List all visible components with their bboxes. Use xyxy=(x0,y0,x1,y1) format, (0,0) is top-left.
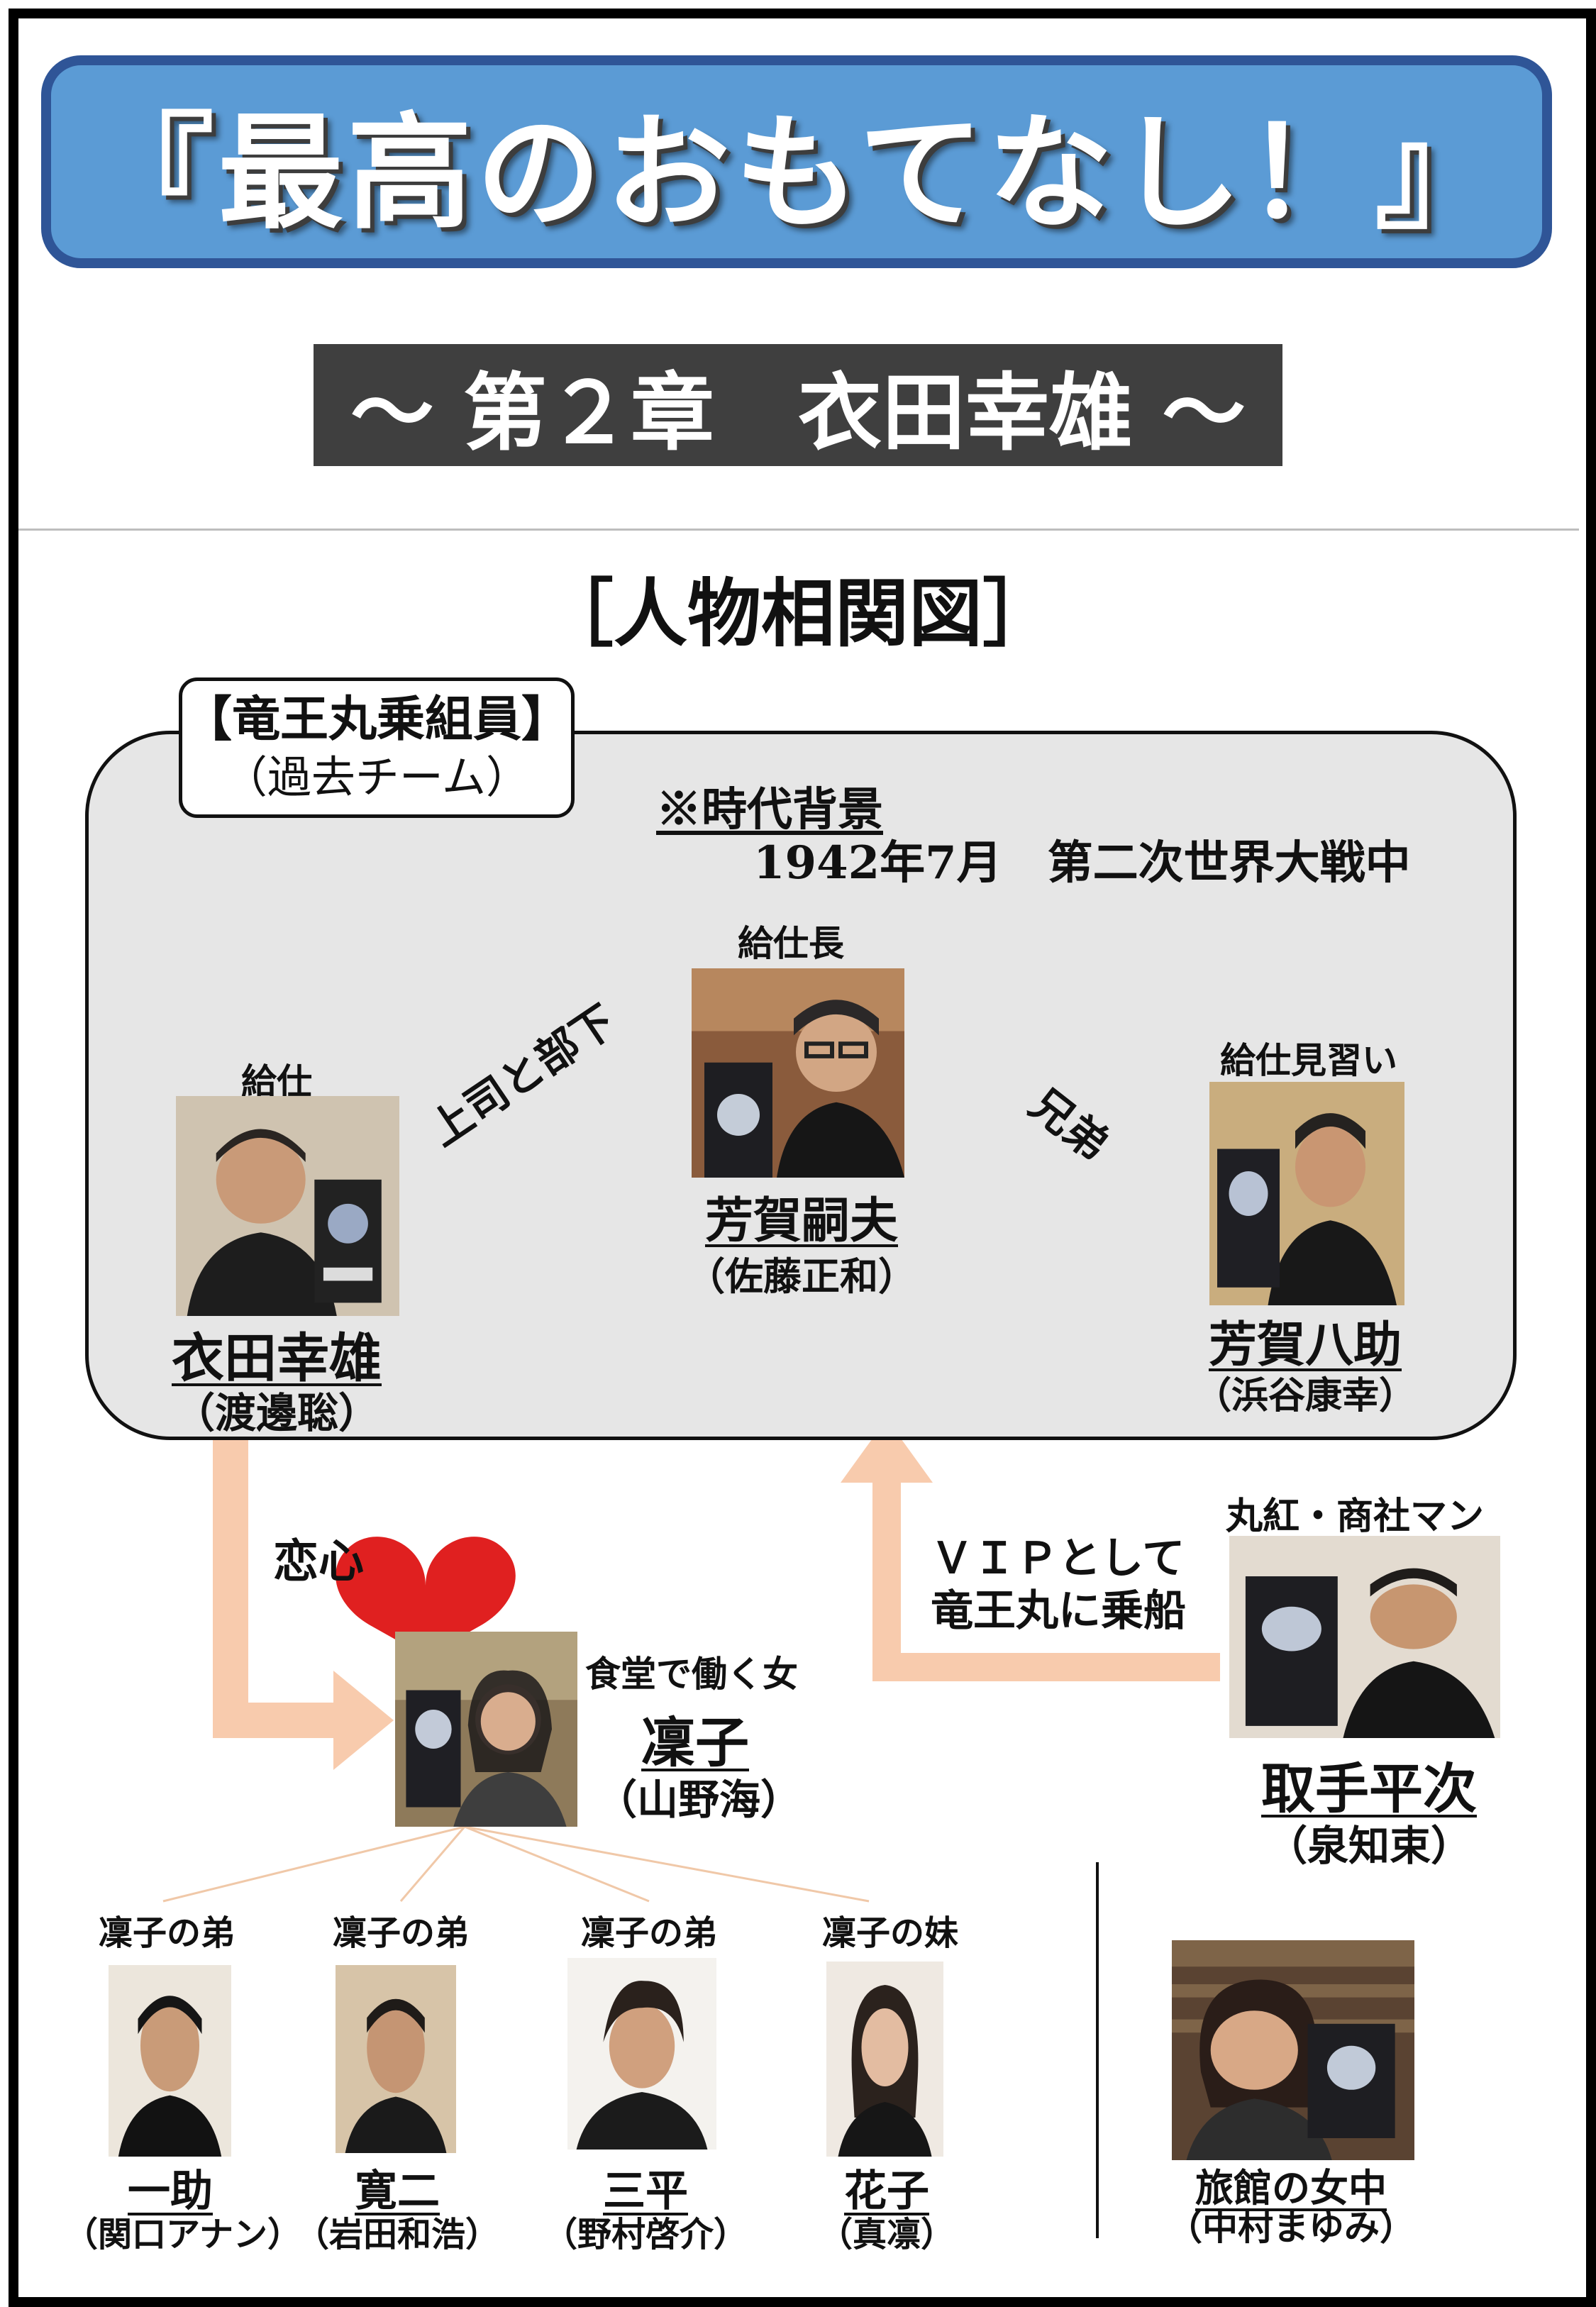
kanji-actor: （岩田和浩） xyxy=(294,2215,499,2255)
kinuta-name: 衣田幸雄 xyxy=(172,1328,382,1389)
kinuta-role: 給仕 xyxy=(241,1061,312,1102)
rinko-name: 凜子 xyxy=(641,1711,749,1774)
sibling-connectors xyxy=(162,1825,870,1903)
vip-relation-label: ＶＩＰとして 竜王丸に乗船 xyxy=(931,1532,1186,1637)
kanji-role: 凜子の弟 xyxy=(332,1913,469,1953)
haga-hachisuke-role: 給仕見習い xyxy=(1220,1039,1397,1081)
vip-arrow xyxy=(841,1419,1220,1681)
hanako-role: 凜子の妹 xyxy=(821,1913,958,1953)
ichisuke-actor: （関口アナン） xyxy=(64,2215,302,2255)
kanji-photo xyxy=(336,1965,456,2153)
vip-line-1: ＶＩＰとして xyxy=(931,1534,1185,1583)
rinko-actor: （山野海） xyxy=(596,1776,802,1824)
rinko-photo xyxy=(395,1632,577,1827)
hanako-name: 花子 xyxy=(844,2167,929,2216)
heart-icon xyxy=(336,1537,516,1656)
page-frame xyxy=(9,9,1596,2307)
crew-group-label: 【竜王丸乗組員】 （過去チーム） xyxy=(179,677,575,818)
diagram-heading: ［人物相関図］ xyxy=(539,570,1056,657)
torite-photo xyxy=(1229,1536,1500,1738)
ichisuke-name: 一助 xyxy=(128,2167,213,2216)
crew-group-subtitle: （過去チーム） xyxy=(223,751,531,803)
chapter-banner: ～ 第２章 衣田幸雄 ～ xyxy=(314,344,1282,466)
title-banner: 『最高のおもてなし！』 xyxy=(41,55,1552,268)
sanpei-role: 凜子の弟 xyxy=(580,1913,717,1953)
haga-hachisuke-name: 芳賀八助 xyxy=(1208,1317,1402,1373)
love-arrow xyxy=(213,1440,394,1770)
page-title: 『最高のおもてなし！』 xyxy=(89,99,1504,246)
maid-actor: （中村まゆみ） xyxy=(1167,2206,1415,2248)
torite-role: 丸紅・商社マン xyxy=(1225,1495,1484,1538)
divider xyxy=(18,529,1579,531)
hanako-actor: （真凛） xyxy=(818,2215,955,2255)
sanpei-photo xyxy=(567,1958,716,2150)
maid-name: 旅館の女中 xyxy=(1195,2165,1387,2211)
sanpei-actor: （野村啓介） xyxy=(543,2215,748,2255)
kinuta-actor: （渡邊聡） xyxy=(173,1389,379,1437)
haga-tsuguo-actor: （佐藤正和） xyxy=(687,1254,916,1299)
ichisuke-role: 凜子の弟 xyxy=(98,1913,235,1953)
ichisuke-photo xyxy=(109,1965,231,2157)
haga-tsuguo-role: 給仕長 xyxy=(738,922,844,964)
rinko-role: 食堂で働く女 xyxy=(585,1653,798,1695)
haga-hachisuke-photo xyxy=(1209,1082,1404,1305)
crew-group-title: 【竜王丸乗組員】 xyxy=(183,691,570,748)
torite-name: 取手平次 xyxy=(1261,1757,1477,1820)
sanpei-name: 三平 xyxy=(603,2167,688,2216)
era-title: ※時代背景 xyxy=(656,783,883,836)
haga-tsuguo-name: 芳賀嗣夫 xyxy=(704,1193,898,1249)
hanako-photo xyxy=(826,1962,943,2157)
torite-actor: （泉知束） xyxy=(1265,1822,1472,1870)
kinuta-photo xyxy=(176,1096,399,1316)
vip-line-2: 竜王丸に乗船 xyxy=(931,1586,1186,1636)
maid-photo xyxy=(1172,1940,1414,2160)
separator-line xyxy=(1096,1862,1099,2238)
love-relation-label: 恋心 xyxy=(273,1535,364,1588)
haga-hachisuke-actor: （浜谷康幸） xyxy=(1194,1374,1416,1417)
kanji-name: 寛二 xyxy=(355,2167,440,2216)
era-text: 1942年7月 第二次世界大戦中 xyxy=(753,836,1411,890)
haga-tsuguo-photo xyxy=(692,968,904,1178)
